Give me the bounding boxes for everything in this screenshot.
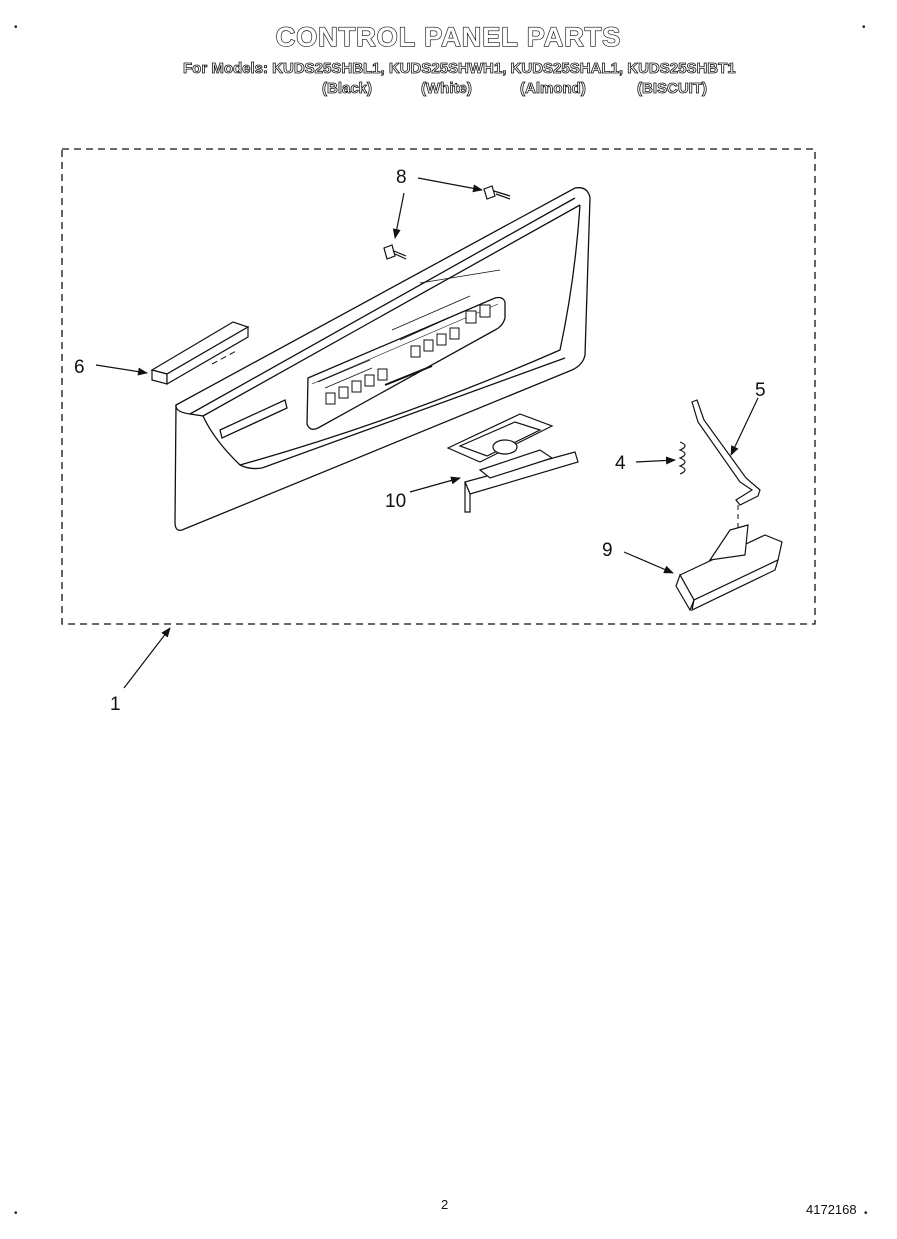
leader-lines	[95, 177, 759, 689]
corner-mark-top-right: •	[862, 22, 866, 33]
corner-mark-bottom-right: •	[864, 1208, 868, 1219]
trim-bar-leader	[211, 349, 239, 365]
callout-6: 6	[74, 357, 85, 378]
panel-label-marks	[317, 269, 501, 389]
callout-10: 10	[385, 491, 406, 512]
callout-4: 4	[615, 453, 626, 474]
actuator-rod	[691, 399, 761, 506]
screw-upper	[483, 185, 511, 200]
corner-mark-top-left: •	[14, 22, 18, 33]
callout-8: 8	[396, 167, 407, 188]
bracket	[675, 524, 783, 612]
latch-assembly	[446, 413, 579, 513]
assembly-border	[61, 148, 816, 625]
screw-lower	[383, 244, 407, 260]
trim-bar	[150, 321, 250, 386]
panel-buttons	[325, 304, 491, 405]
page-number: 2	[441, 1197, 449, 1212]
callout-1: 1	[110, 694, 121, 715]
corner-mark-bottom-left: •	[14, 1208, 18, 1219]
color-label-black: (Black)	[322, 80, 373, 98]
document-number: 4172168	[806, 1202, 857, 1217]
page-title: CONTROL PANEL PARTS	[275, 21, 622, 52]
color-label-almond: (Almond)	[520, 80, 587, 98]
color-label-biscuit: (BISCUIT)	[637, 80, 708, 98]
color-label-white: (White)	[421, 80, 473, 98]
spring	[678, 441, 686, 475]
models-line: For Models: KUDS25SHBL1, KUDS25SHWH1, KU…	[183, 60, 736, 78]
callout-9: 9	[602, 540, 613, 561]
callout-5: 5	[755, 380, 766, 401]
control-panel-body	[174, 187, 591, 531]
